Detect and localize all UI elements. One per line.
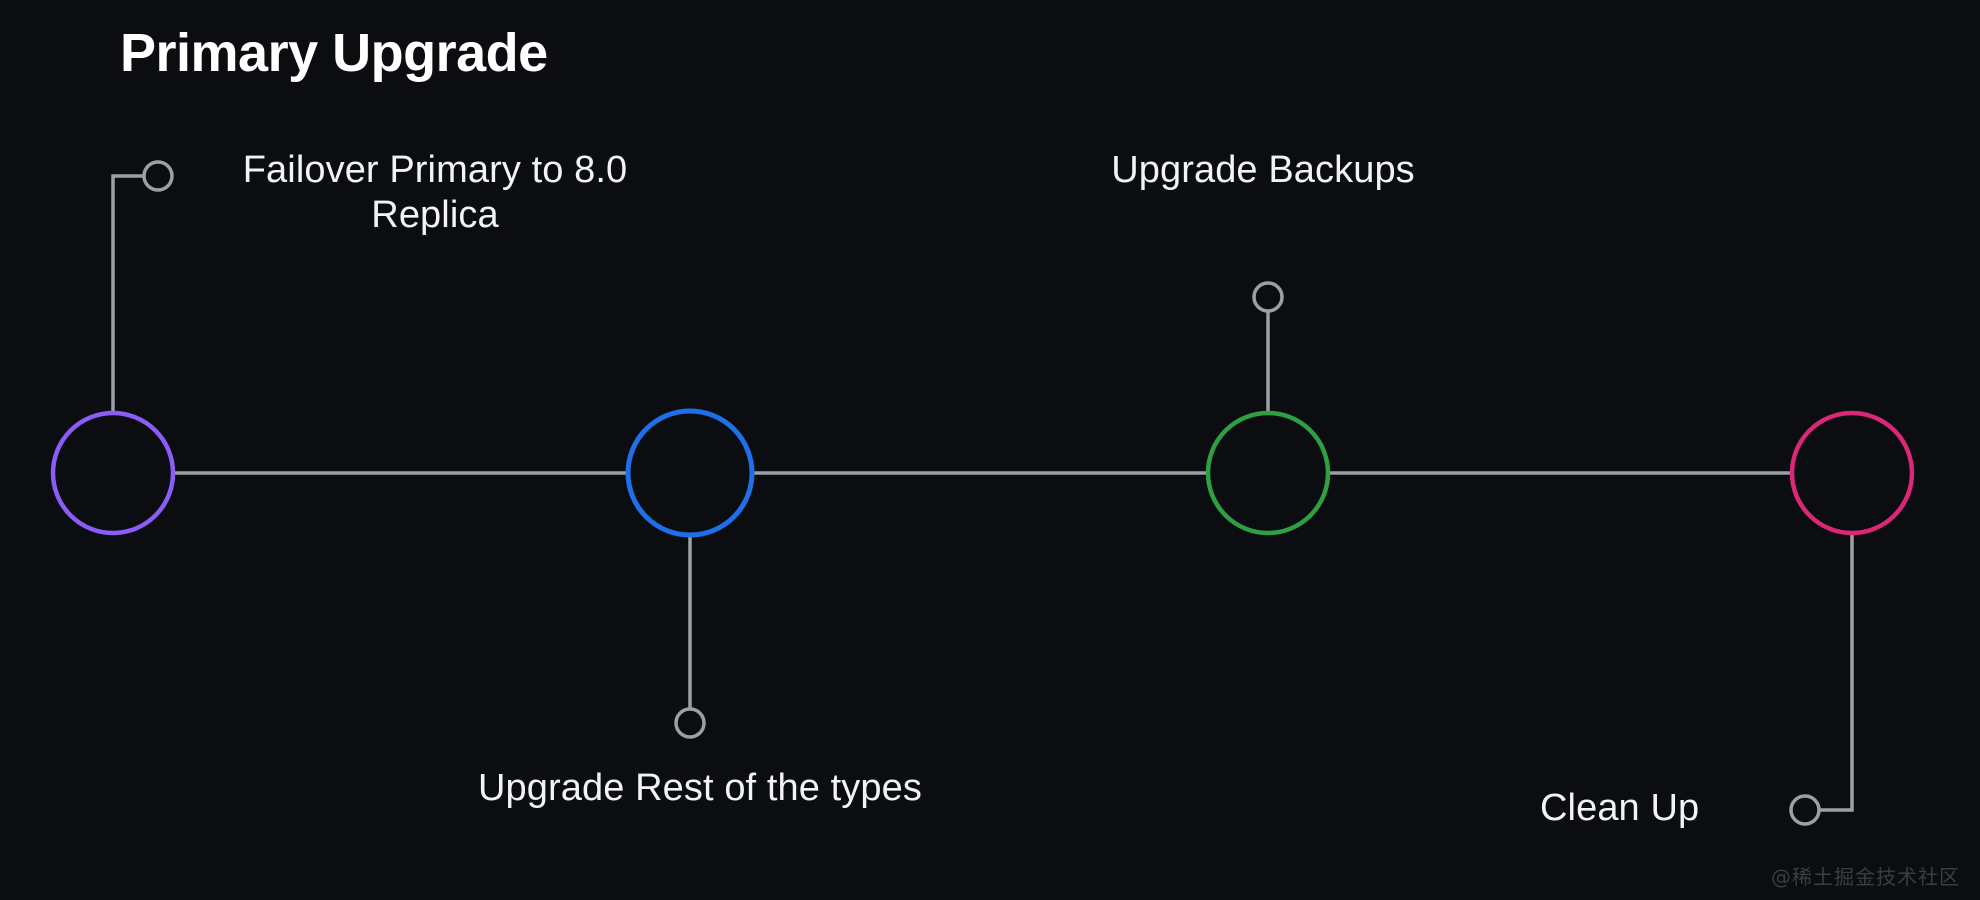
connector-marker-icon <box>1252 281 1284 313</box>
connector-failover-primary <box>111 160 174 413</box>
node-label-upgrade-backups: Upgrade Backups <box>1111 149 1415 191</box>
connector-upgrade-rest <box>674 535 706 739</box>
connector-marker-icon <box>674 707 706 739</box>
connector-line <box>1819 533 1854 812</box>
node-label-upgrade-rest: Upgrade Rest of the types <box>478 767 922 809</box>
node-clean-up[interactable] <box>1789 410 1915 536</box>
node-label-clean-up: Clean Up <box>1540 787 1700 829</box>
node-label-failover-primary: Failover Primary to 8.0 Replica <box>242 149 628 236</box>
node-upgrade-backups[interactable] <box>1205 410 1331 536</box>
node-upgrade-rest[interactable] <box>625 408 755 538</box>
connector-marker-icon <box>1789 794 1821 826</box>
page-title: Primary Upgrade <box>120 23 548 83</box>
connector-line <box>111 174 144 413</box>
connector-clean-up <box>1789 533 1854 826</box>
connector-marker-icon <box>142 160 174 192</box>
watermark: @稀土掘金技术社区 <box>1771 865 1960 889</box>
connector-upgrade-backups <box>1252 281 1284 413</box>
node-failover-primary[interactable] <box>50 410 176 536</box>
